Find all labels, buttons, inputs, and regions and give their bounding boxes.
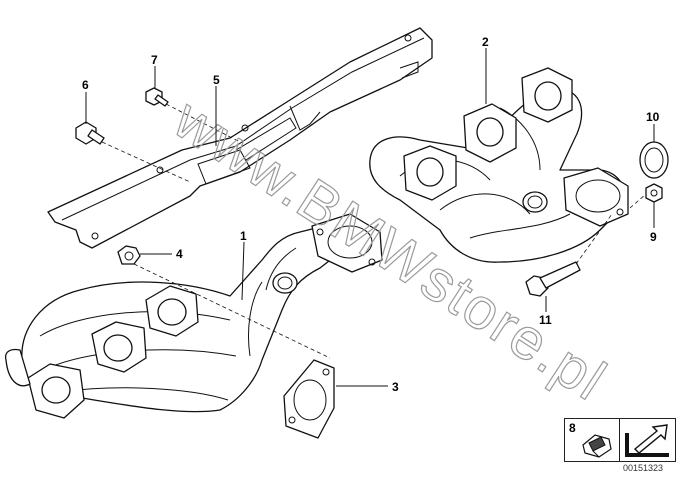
callout-3: 3 [392, 380, 399, 394]
document-number: 00151323 [623, 463, 664, 473]
callout-10: 10 [646, 110, 660, 124]
reference-box-divider [619, 419, 620, 461]
callout-9: 9 [650, 230, 657, 244]
callout-8: 8 [569, 421, 576, 435]
nut-9 [645, 183, 663, 203]
callout-2: 2 [482, 35, 489, 49]
bolt-11 [525, 261, 581, 297]
nut-4 [117, 245, 141, 265]
callout-7: 7 [151, 53, 158, 67]
callout-11: 11 [539, 313, 552, 327]
exhaust-manifold-right [369, 67, 629, 263]
callout-4: 4 [176, 247, 183, 261]
arrow-symbol-icon [625, 424, 669, 457]
shield-bolt-6 [75, 121, 105, 145]
shield-bolt-7 [145, 87, 169, 107]
clip-icon [582, 434, 612, 458]
exhaust-manifold-left [4, 213, 383, 419]
callout-1: 1 [240, 229, 247, 243]
callout-6: 6 [82, 78, 89, 92]
gasket-3 [283, 359, 335, 439]
gasket-ring-10 [639, 141, 669, 179]
heat-shield [47, 27, 433, 249]
callout-5: 5 [213, 73, 220, 87]
reference-box: 8 [564, 418, 676, 462]
leader-lines [85, 48, 655, 387]
